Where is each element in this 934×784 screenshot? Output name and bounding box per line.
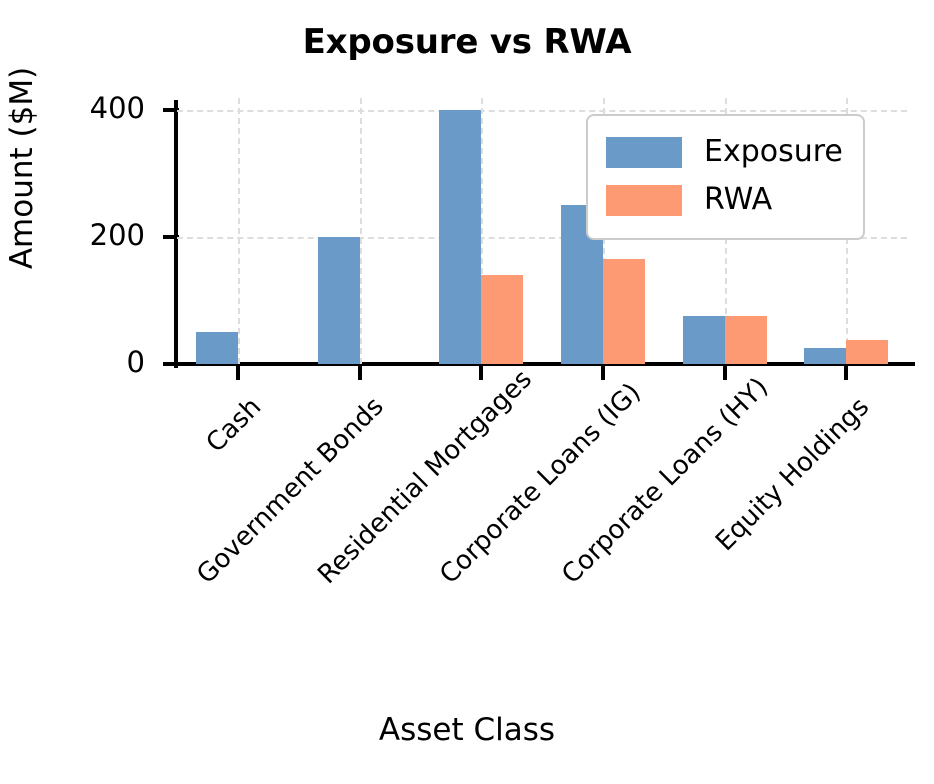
y-tick-mark [163,235,179,239]
bar-exposure[interactable] [195,332,238,364]
y-axis-line [174,100,178,368]
x-tick-mark [844,364,849,380]
y-tick-label: 200 [89,218,145,252]
gridline-vertical [481,98,484,364]
y-tick-mark [163,108,179,112]
bar-exposure[interactable] [439,110,482,364]
gridline-vertical [237,98,240,364]
gridline-vertical [359,98,362,364]
bar-exposure[interactable] [682,316,725,364]
y-tick-mark [163,362,179,366]
y-tick-label: 400 [89,91,145,125]
bar-rwa[interactable] [724,316,767,364]
legend-item[interactable]: Exposure [606,128,843,176]
chart-title: Exposure vs RWA [302,22,632,62]
x-tick-mark [600,364,605,380]
gridline-horizontal [177,237,907,239]
bar-exposure[interactable] [317,237,360,364]
legend-swatch-icon [606,136,682,168]
legend-label: RWA [704,182,773,217]
y-tick-label: 0 [126,345,145,379]
y-axis-label: Amount ($M) [4,66,40,270]
x-tick-mark [479,364,484,380]
x-axis-line [163,362,915,366]
gridline-horizontal [177,110,907,112]
legend-item[interactable]: RWA [606,176,843,224]
x-tick-mark [722,364,727,380]
bars-layer [177,110,907,364]
x-tick-mark [235,364,240,380]
x-axis-label: Asset Class [378,712,556,748]
bar-rwa[interactable] [481,275,524,364]
bar-rwa[interactable] [602,259,645,364]
bar-exposure[interactable] [804,348,847,364]
legend-swatch-icon [606,184,682,216]
x-tick-mark [357,364,362,380]
bar-rwa[interactable] [846,339,889,364]
legend-label: Exposure [704,134,843,169]
